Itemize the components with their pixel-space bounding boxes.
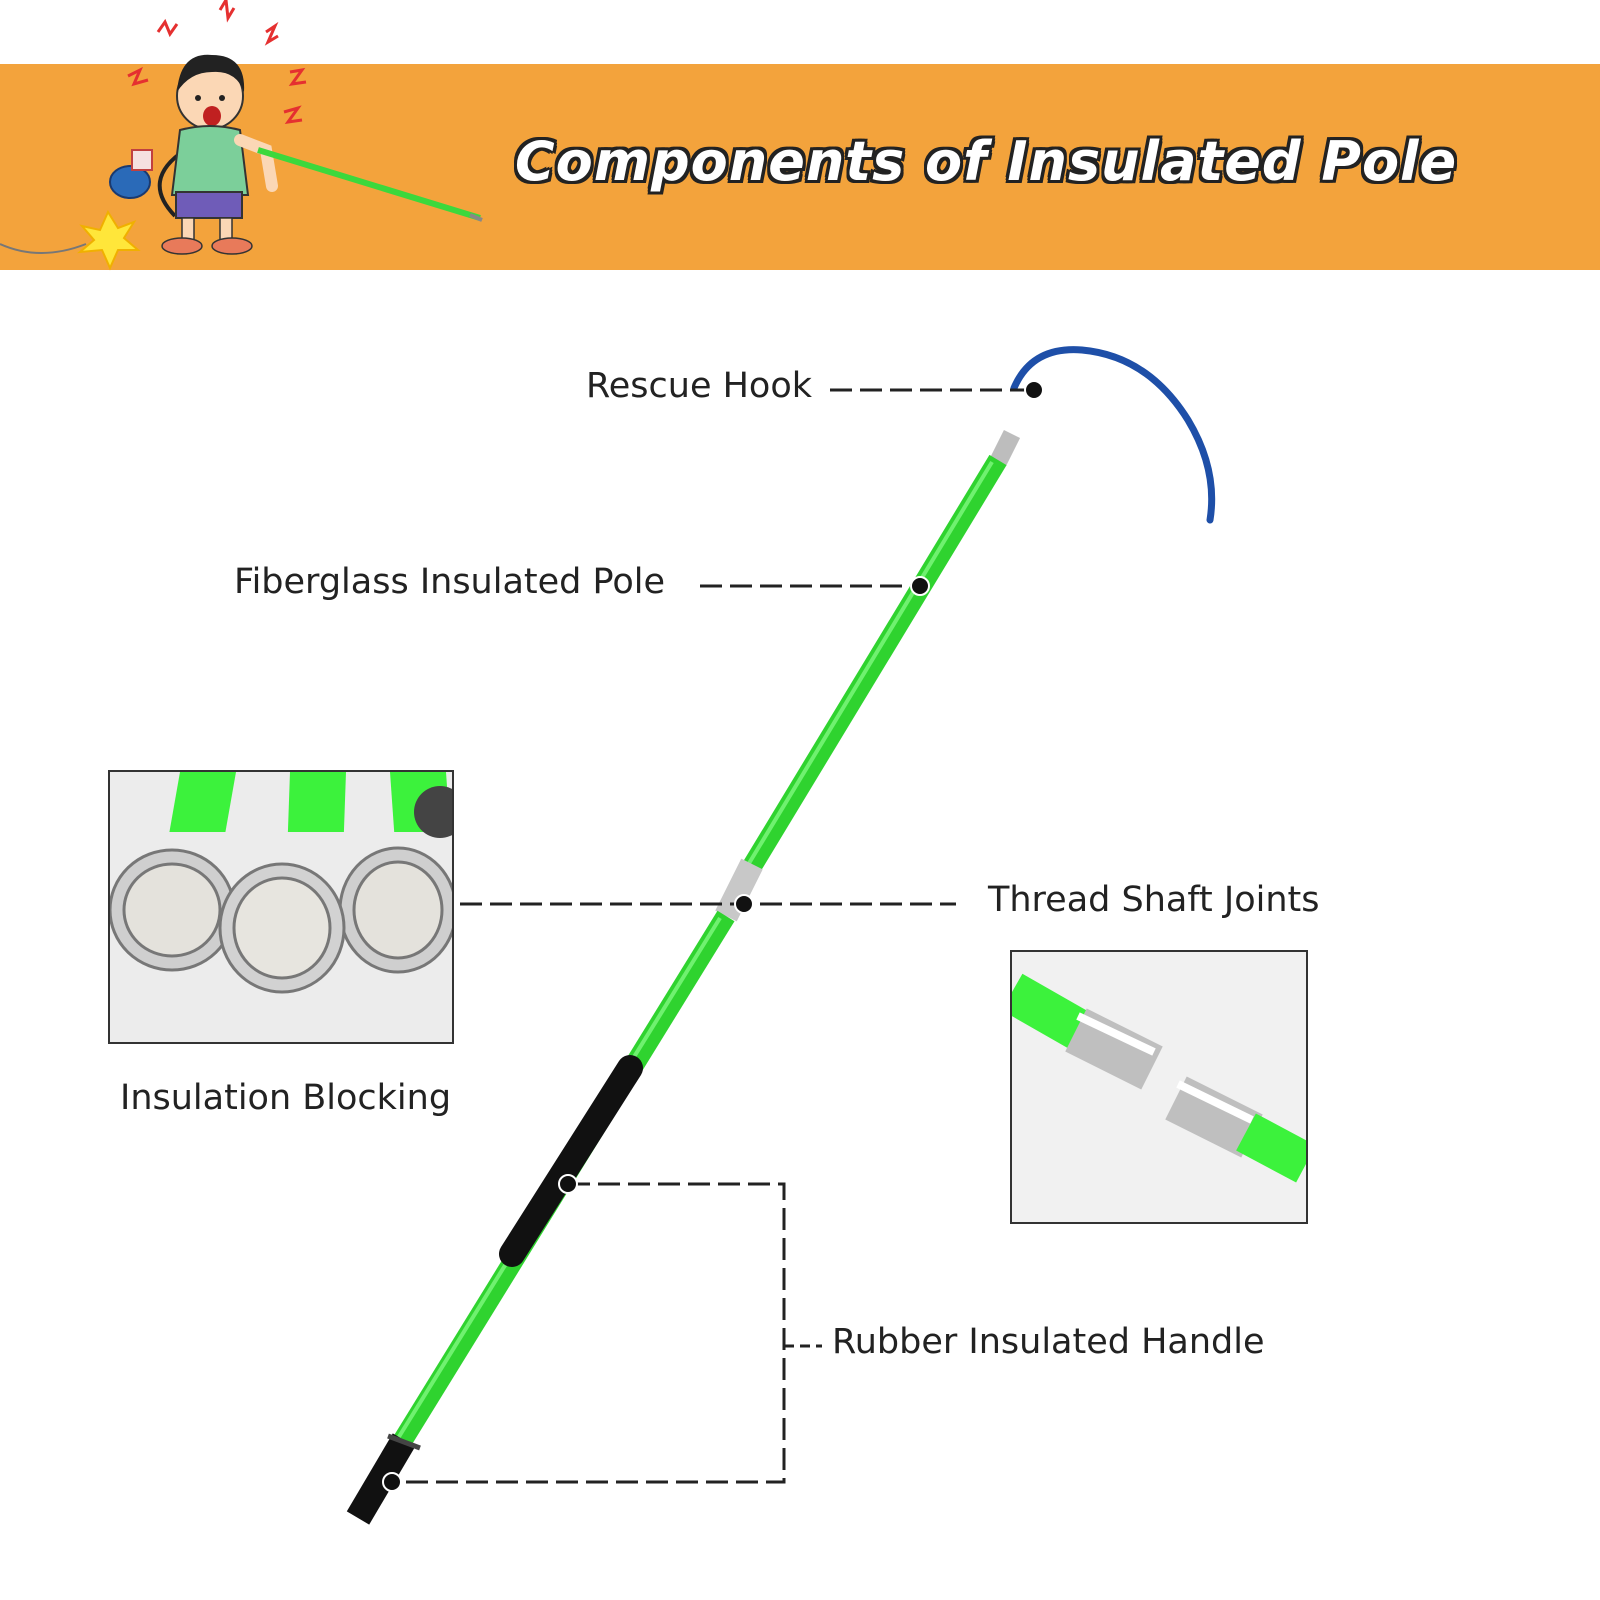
callout-dot-hook: [1024, 380, 1044, 400]
callout-dot-handle: [558, 1174, 578, 1194]
label-thread-shaft-joints: Thread Shaft Joints: [988, 880, 1320, 920]
label-rescue-hook: Rescue Hook: [586, 366, 813, 406]
callout-dot-joint: [734, 894, 754, 914]
callout-dot-endcap: [382, 1472, 402, 1492]
fiberglass-pole: [725, 454, 1007, 902]
thread-joint-photo: [1010, 950, 1308, 1224]
thread-joint: [715, 858, 763, 922]
callout-dot-pole: [910, 576, 930, 596]
page-title: Components of Insulated Pole: [515, 130, 1458, 193]
rescue-hook-icon: [1010, 346, 1216, 524]
shock-marks-icon: [127, 0, 307, 124]
rubber-handle: [499, 1055, 643, 1267]
label-fiberglass-pole: Fiberglass Insulated Pole: [234, 562, 666, 602]
label-rubber-handle: Rubber Insulated Handle: [832, 1322, 1265, 1362]
label-insulation-blocking: Insulation Blocking: [120, 1078, 452, 1118]
spark-icon: [76, 209, 141, 271]
insulation-blocking-photo: [108, 770, 454, 1044]
pole-end-cap: [346, 1433, 416, 1525]
